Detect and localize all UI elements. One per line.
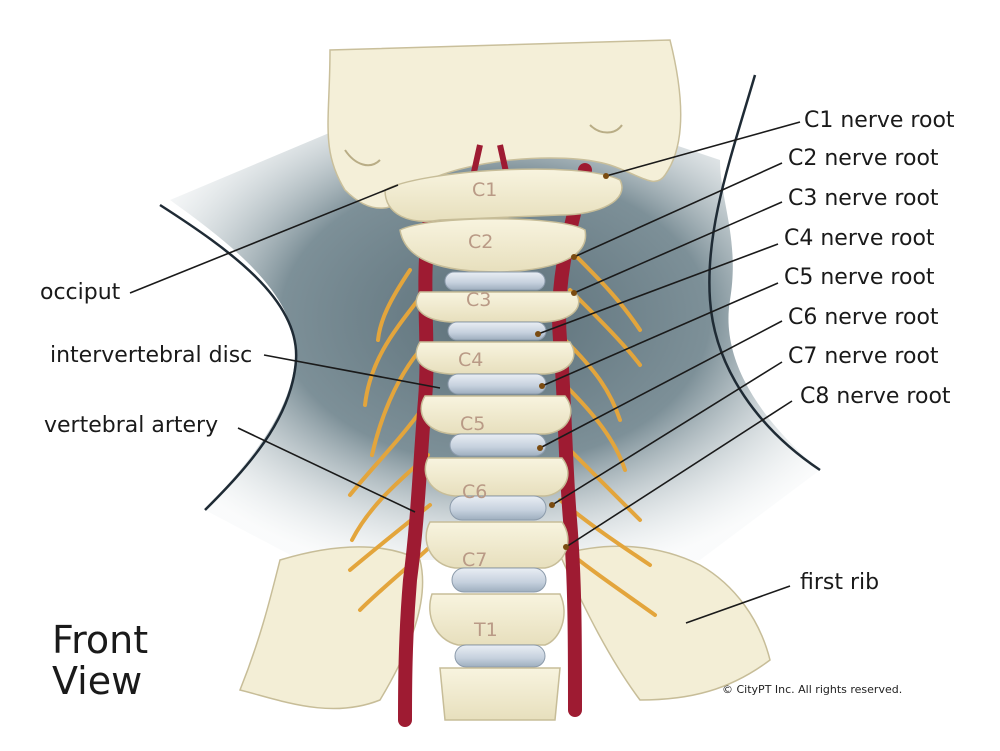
leader-c5 — [541, 282, 779, 387]
leader-c3 — [573, 201, 783, 294]
label-occiput: occiput — [40, 280, 121, 305]
leader-endpoints — [535, 173, 609, 550]
vertebra-label-c6: C6 — [462, 481, 487, 503]
label-c7-nerve-root: C7 nerve root — [788, 344, 939, 369]
leader-c8 — [565, 400, 793, 548]
vertebra-label-c1: C1 — [472, 179, 497, 201]
label-c3-nerve-root: C3 nerve root — [788, 186, 939, 211]
label-c4-nerve-root: C4 nerve root — [784, 226, 935, 251]
label-intervertebral-disc: intervertebral disc — [50, 343, 253, 368]
view-title-line-2: View — [52, 659, 143, 704]
occiput-shape — [327, 39, 682, 209]
vertebra-label-c4: C4 — [458, 349, 483, 371]
leader-c1 — [605, 121, 801, 177]
leader-occiput — [129, 184, 399, 294]
leader-c2 — [573, 162, 783, 258]
leader-first-rib — [685, 585, 791, 624]
label-first-rib: first rib — [800, 570, 880, 595]
leader-lines — [129, 121, 801, 624]
right-neck-outline — [708, 74, 821, 472]
view-title: Front View — [52, 618, 149, 704]
label-vertebral-artery: vertebral artery — [44, 413, 219, 438]
label-c5-nerve-root: C5 nerve root — [784, 265, 935, 290]
vertebra-label-c2: C2 — [468, 231, 493, 253]
leader-vertebral-artery — [237, 427, 416, 513]
view-title-line-1: Front — [52, 618, 149, 662]
label-c2-nerve-root: C2 nerve root — [788, 146, 939, 171]
leader-c6 — [539, 320, 783, 449]
label-c6-nerve-root: C6 nerve root — [788, 305, 939, 330]
label-c1-nerve-root: C1 nerve root — [804, 108, 955, 133]
vertebra-label-t1: T1 — [473, 619, 498, 641]
label-c8-nerve-root: C8 nerve root — [800, 384, 951, 409]
leader-intervertebral-disc — [263, 354, 441, 389]
leader-c4 — [537, 243, 779, 335]
leader-c7 — [551, 361, 783, 506]
vertebra-label-c5: C5 — [460, 413, 485, 435]
left-first-rib — [238, 546, 424, 710]
vertebra-label-c3: C3 — [466, 289, 491, 311]
copyright-notice: © CityPT Inc. All rights reserved. — [722, 683, 903, 696]
vertebra-label-c7: C7 — [462, 549, 487, 571]
left-neck-outline — [159, 203, 298, 511]
vertebral-column — [384, 168, 623, 721]
